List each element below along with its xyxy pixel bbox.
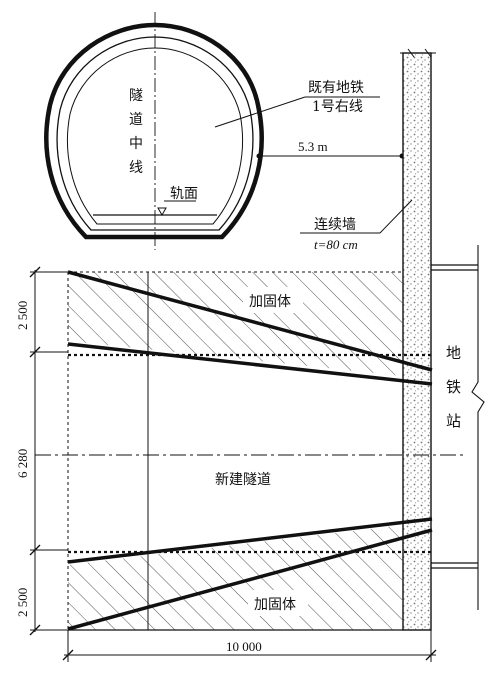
reinforced-top-label: 加固体 [249, 294, 291, 310]
clearance-label: 5.3 m [298, 139, 328, 154]
grout-line-top-2 [67, 342, 433, 386]
metro-station-char-3: 站 [446, 412, 461, 430]
grout-line-top-1 [67, 270, 433, 372]
dim-tick-left [62, 649, 74, 661]
new-tunnel-label-bg [210, 466, 292, 490]
dim-tick-upper [29, 346, 41, 358]
rail-level-mark [157, 207, 167, 217]
dim-total-width: 10 000 [226, 639, 262, 654]
reinforced-top-label-bg [243, 287, 303, 313]
tunnel-centerline-char-3: 中 [129, 136, 143, 152]
dim-tick-right [425, 649, 437, 661]
metro-station-char-2: 铁 [446, 378, 461, 396]
wall-thickness-label: t=80 cm [314, 237, 358, 252]
existing-tunnel [44, 12, 264, 250]
wall-name-label: 连续墙 [314, 216, 356, 233]
dim-upper-zone: 2 500 [15, 301, 30, 330]
tunnel-centerline-char-2: 道 [129, 112, 143, 128]
wall-top-tick-2 [424, 48, 432, 58]
wall-top-tick-1 [407, 48, 415, 58]
tunnel-centerline-char-4: 线 [129, 160, 143, 176]
station-break-line [471, 245, 485, 610]
diaphragm-wall-body [402, 52, 432, 631]
reinforced-top-hatch [68, 272, 403, 376]
grout-line-bottom-1 [67, 517, 433, 564]
grouting-lines [67, 270, 433, 631]
metro-station-char-1: 地 [446, 344, 461, 362]
reinforced-zone-top [68, 272, 403, 376]
dim-tick-top [29, 266, 41, 278]
dim-middle-zone: 6 280 [15, 449, 30, 478]
dashed-outlines [35, 271, 466, 630]
reinforced-bottom-hatch [68, 525, 403, 630]
clearance-tick-left [256, 153, 262, 159]
existing-metro-leader [214, 96, 306, 128]
dim-lower-zone: 2 500 [15, 588, 30, 617]
reinforced-bottom-label-bg [248, 590, 308, 616]
dim-tick-lower [29, 544, 41, 556]
wall-label-leader [379, 199, 413, 234]
vertical-dimensions [29, 266, 68, 636]
tunnel-centerline-char-1: 隧 [129, 88, 143, 104]
existing-metro-label-line1: 既有地铁 [308, 80, 364, 96]
diaphragm-wall [400, 48, 436, 631]
station-slabs [431, 245, 485, 610]
rail-surface-label: 轨面 [170, 186, 198, 202]
grout-line-bottom-2 [67, 528, 433, 631]
dim-tick-bottom [29, 624, 41, 636]
existing-metro-label-line2: 1号右线 [312, 99, 363, 115]
horizontal-dimension [62, 630, 437, 662]
tunnel-outer-lining [44, 22, 264, 240]
new-tunnel-label: 新建隧道 [215, 472, 271, 488]
reinforced-bottom-label: 加固体 [254, 597, 296, 613]
tunnel-inner-face [66, 47, 244, 225]
reinforced-zone-bottom [68, 525, 403, 630]
